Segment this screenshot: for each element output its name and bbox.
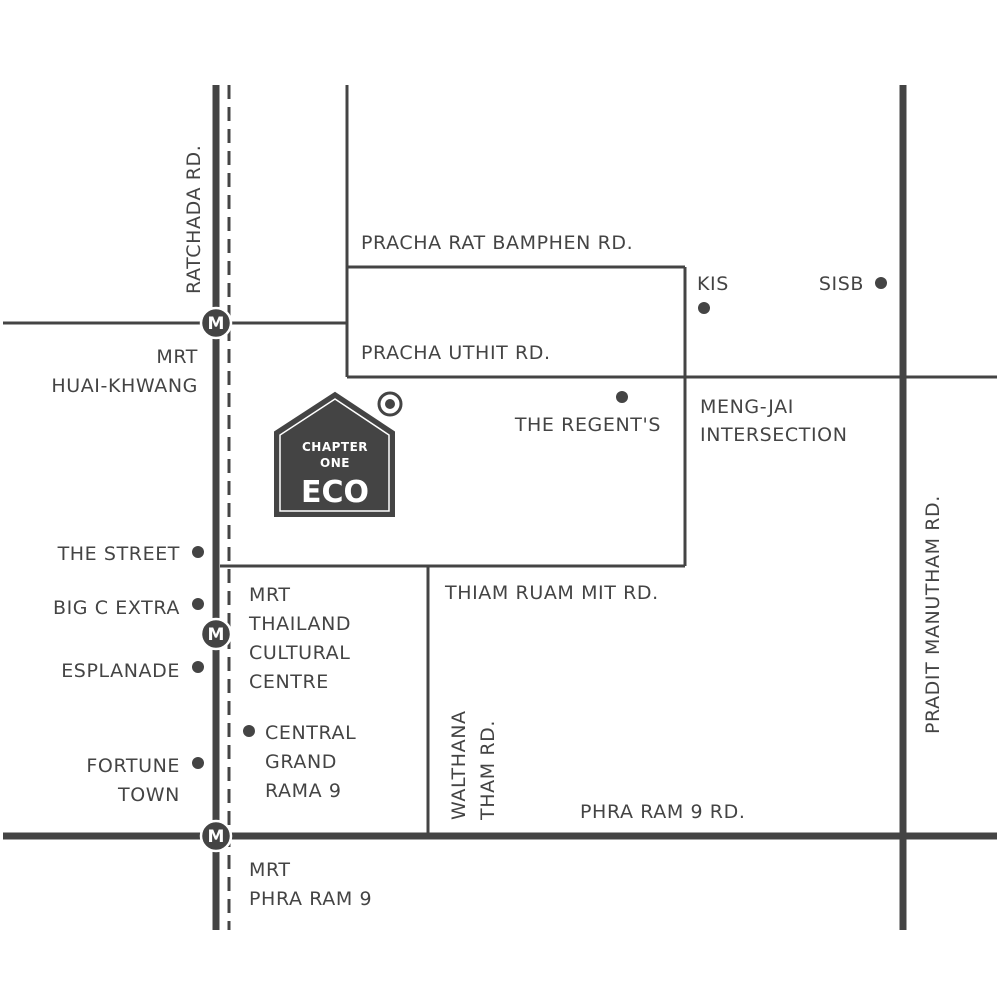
- the-street-dot: [192, 546, 204, 558]
- the-regents-dot: [616, 391, 628, 403]
- mrt-station-phra-ram-9-marker: M: [199, 819, 233, 853]
- central-grand-rama-9-label-line2: GRAND: [265, 751, 337, 773]
- esplanade-dot: [192, 661, 204, 673]
- kis-label: KIS: [697, 273, 729, 295]
- project-location-marker: [377, 391, 403, 417]
- mrt-thailand-cultural-centre-label-line1: MRT: [249, 584, 291, 606]
- walthana-tham-road-label-line2: THAM RD.: [477, 720, 499, 821]
- house-shape-logo-icon: [274, 391, 395, 517]
- ratchada-road-label: RATCHADA RD.: [183, 145, 205, 294]
- pracha-rat-bamphen-road-label: PRACHA RAT BAMPHEN RD.: [361, 232, 633, 254]
- pradit-manutham-road-label: PRADIT MANUTHAM RD.: [922, 495, 944, 734]
- mrt-thailand-cultural-centre-label-line4: CENTRE: [249, 671, 329, 693]
- phra-ram-9-road-label: PHRA RAM 9 RD.: [580, 801, 745, 823]
- project-name-line3: ECO: [301, 475, 369, 510]
- chapter-one-eco-logo: CHAPTER ONE ECO: [274, 391, 395, 517]
- mrt-huai-khwang-label-line1: MRT: [156, 346, 198, 368]
- kis-dot: [698, 302, 710, 314]
- sisb-dot: [875, 277, 887, 289]
- mrt-phra-ram-9-label-line2: PHRA RAM 9: [249, 888, 372, 910]
- walthana-tham-road-label-line1: WALTHANA: [448, 710, 470, 820]
- road-network: [3, 85, 997, 930]
- central-grand-rama-9-dot: [243, 725, 255, 737]
- the-street-label: THE STREET: [57, 543, 180, 565]
- mrt-phra-ram-9-label-line1: MRT: [249, 859, 291, 881]
- central-grand-rama-9-label-line1: CENTRAL: [265, 722, 356, 744]
- mrt-thailand-cultural-centre-label-line2: THAILAND: [248, 613, 351, 635]
- thiam-ruam-mit-road-label: THIAM RUAM MIT RD.: [444, 582, 659, 604]
- central-grand-rama-9-label-line3: RAMA 9: [265, 780, 342, 802]
- esplanade-label: ESPLANADE: [61, 660, 180, 682]
- fortune-town-label-line2: TOWN: [117, 784, 180, 806]
- mrt-icon: M: [208, 827, 225, 847]
- mrt-huai-khwang-label-line2: HUAI-KHWANG: [51, 375, 198, 397]
- pracha-uthit-road-label: PRACHA UTHIT RD.: [361, 342, 551, 364]
- the-regents-label: THE REGENT'S: [514, 414, 661, 436]
- project-name-line1: CHAPTER: [302, 440, 368, 454]
- mrt-thailand-cultural-centre-label-line3: CULTURAL: [249, 642, 350, 664]
- mrt-icon: M: [208, 314, 225, 334]
- meng-jai-intersection-label-line2: INTERSECTION: [700, 424, 848, 446]
- mrt-station-thailand-cultural-centre-marker: M: [199, 617, 233, 651]
- fortune-town-label-line1: FORTUNE: [86, 755, 180, 777]
- big-c-extra-label: BIG C EXTRA: [53, 597, 180, 619]
- project-name-line2: ONE: [320, 456, 350, 470]
- sisb-label: SISB: [819, 273, 864, 295]
- mrt-icon: M: [208, 625, 225, 645]
- mrt-station-huai-khwang-marker: M: [199, 306, 233, 340]
- meng-jai-intersection-label-line1: MENG-JAI: [700, 396, 794, 418]
- big-c-extra-dot: [192, 598, 204, 610]
- fortune-town-dot: [192, 757, 204, 769]
